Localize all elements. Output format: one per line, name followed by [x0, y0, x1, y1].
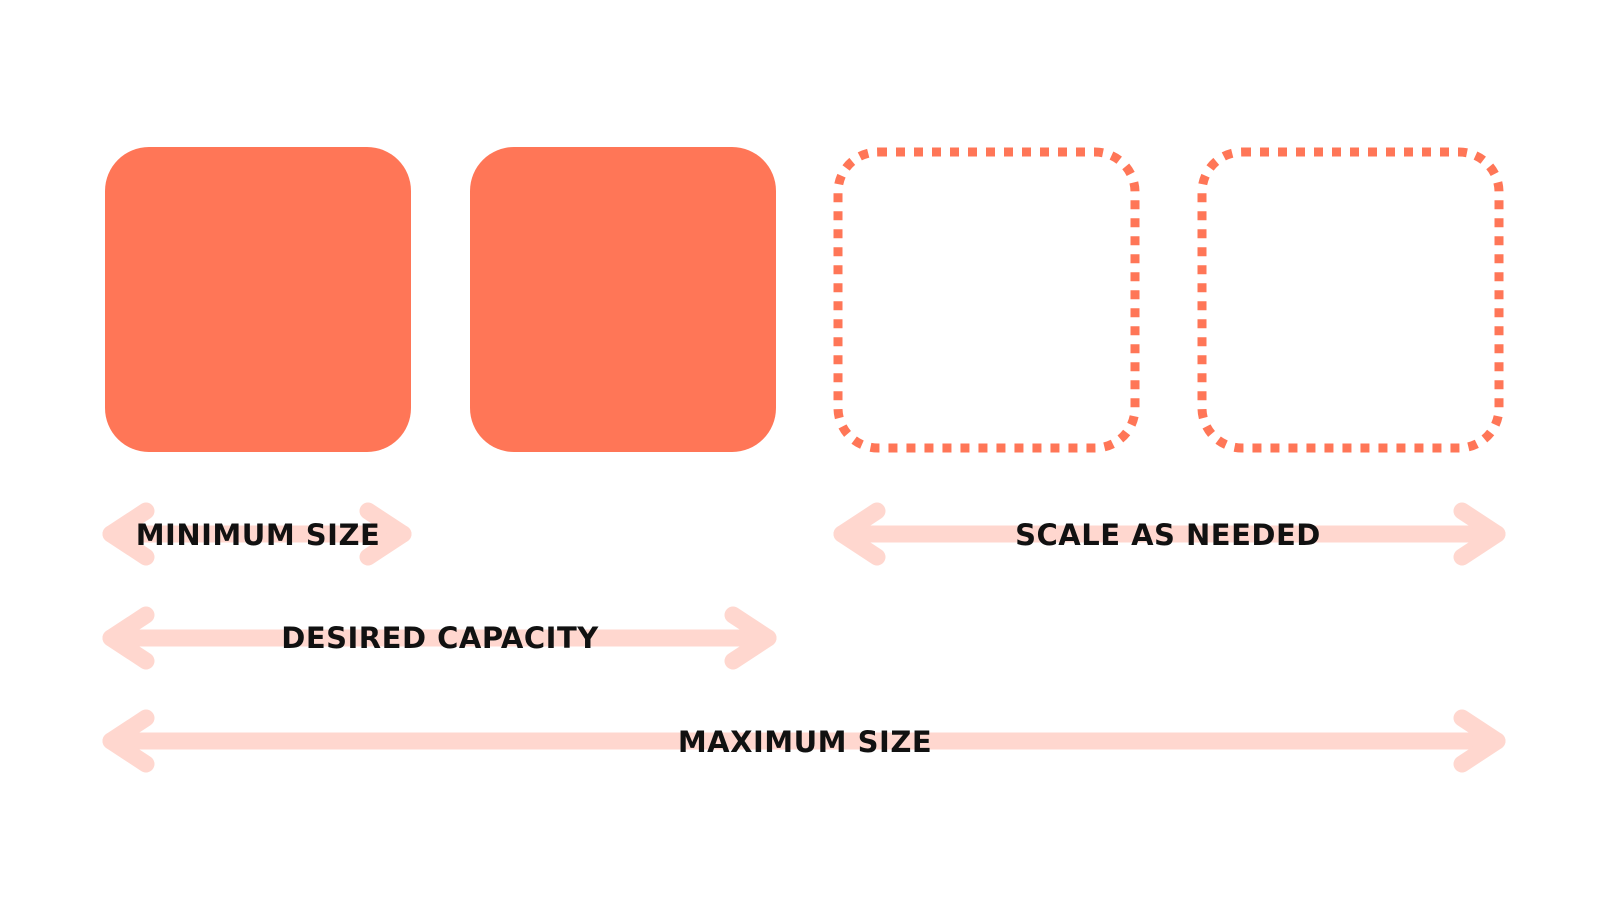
minimum-size-arrow [102, 502, 412, 566]
maximum-size-arrow [102, 709, 1506, 773]
instances-group [105, 147, 1504, 453]
scale-as-needed-arrow [833, 502, 1506, 566]
minimum-size-label: MINIMUM SIZE [136, 518, 381, 552]
instance-box-optional-1 [833, 147, 1140, 453]
instance-box-optional-2 [1197, 147, 1504, 453]
maximum-size-label: MAXIMUM SIZE [678, 725, 932, 759]
instance-box-running-1 [105, 147, 411, 452]
desired-capacity-label: DESIRED CAPACITY [281, 621, 599, 655]
desired-capacity-arrow [102, 606, 777, 670]
instance-box-running-2 [470, 147, 776, 452]
scale-as-needed-label: SCALE AS NEEDED [1015, 518, 1321, 552]
labels-group: MINIMUM SIZE SCALE AS NEEDED DESIRED CAP… [136, 518, 1321, 759]
arrows-group [102, 502, 1506, 773]
